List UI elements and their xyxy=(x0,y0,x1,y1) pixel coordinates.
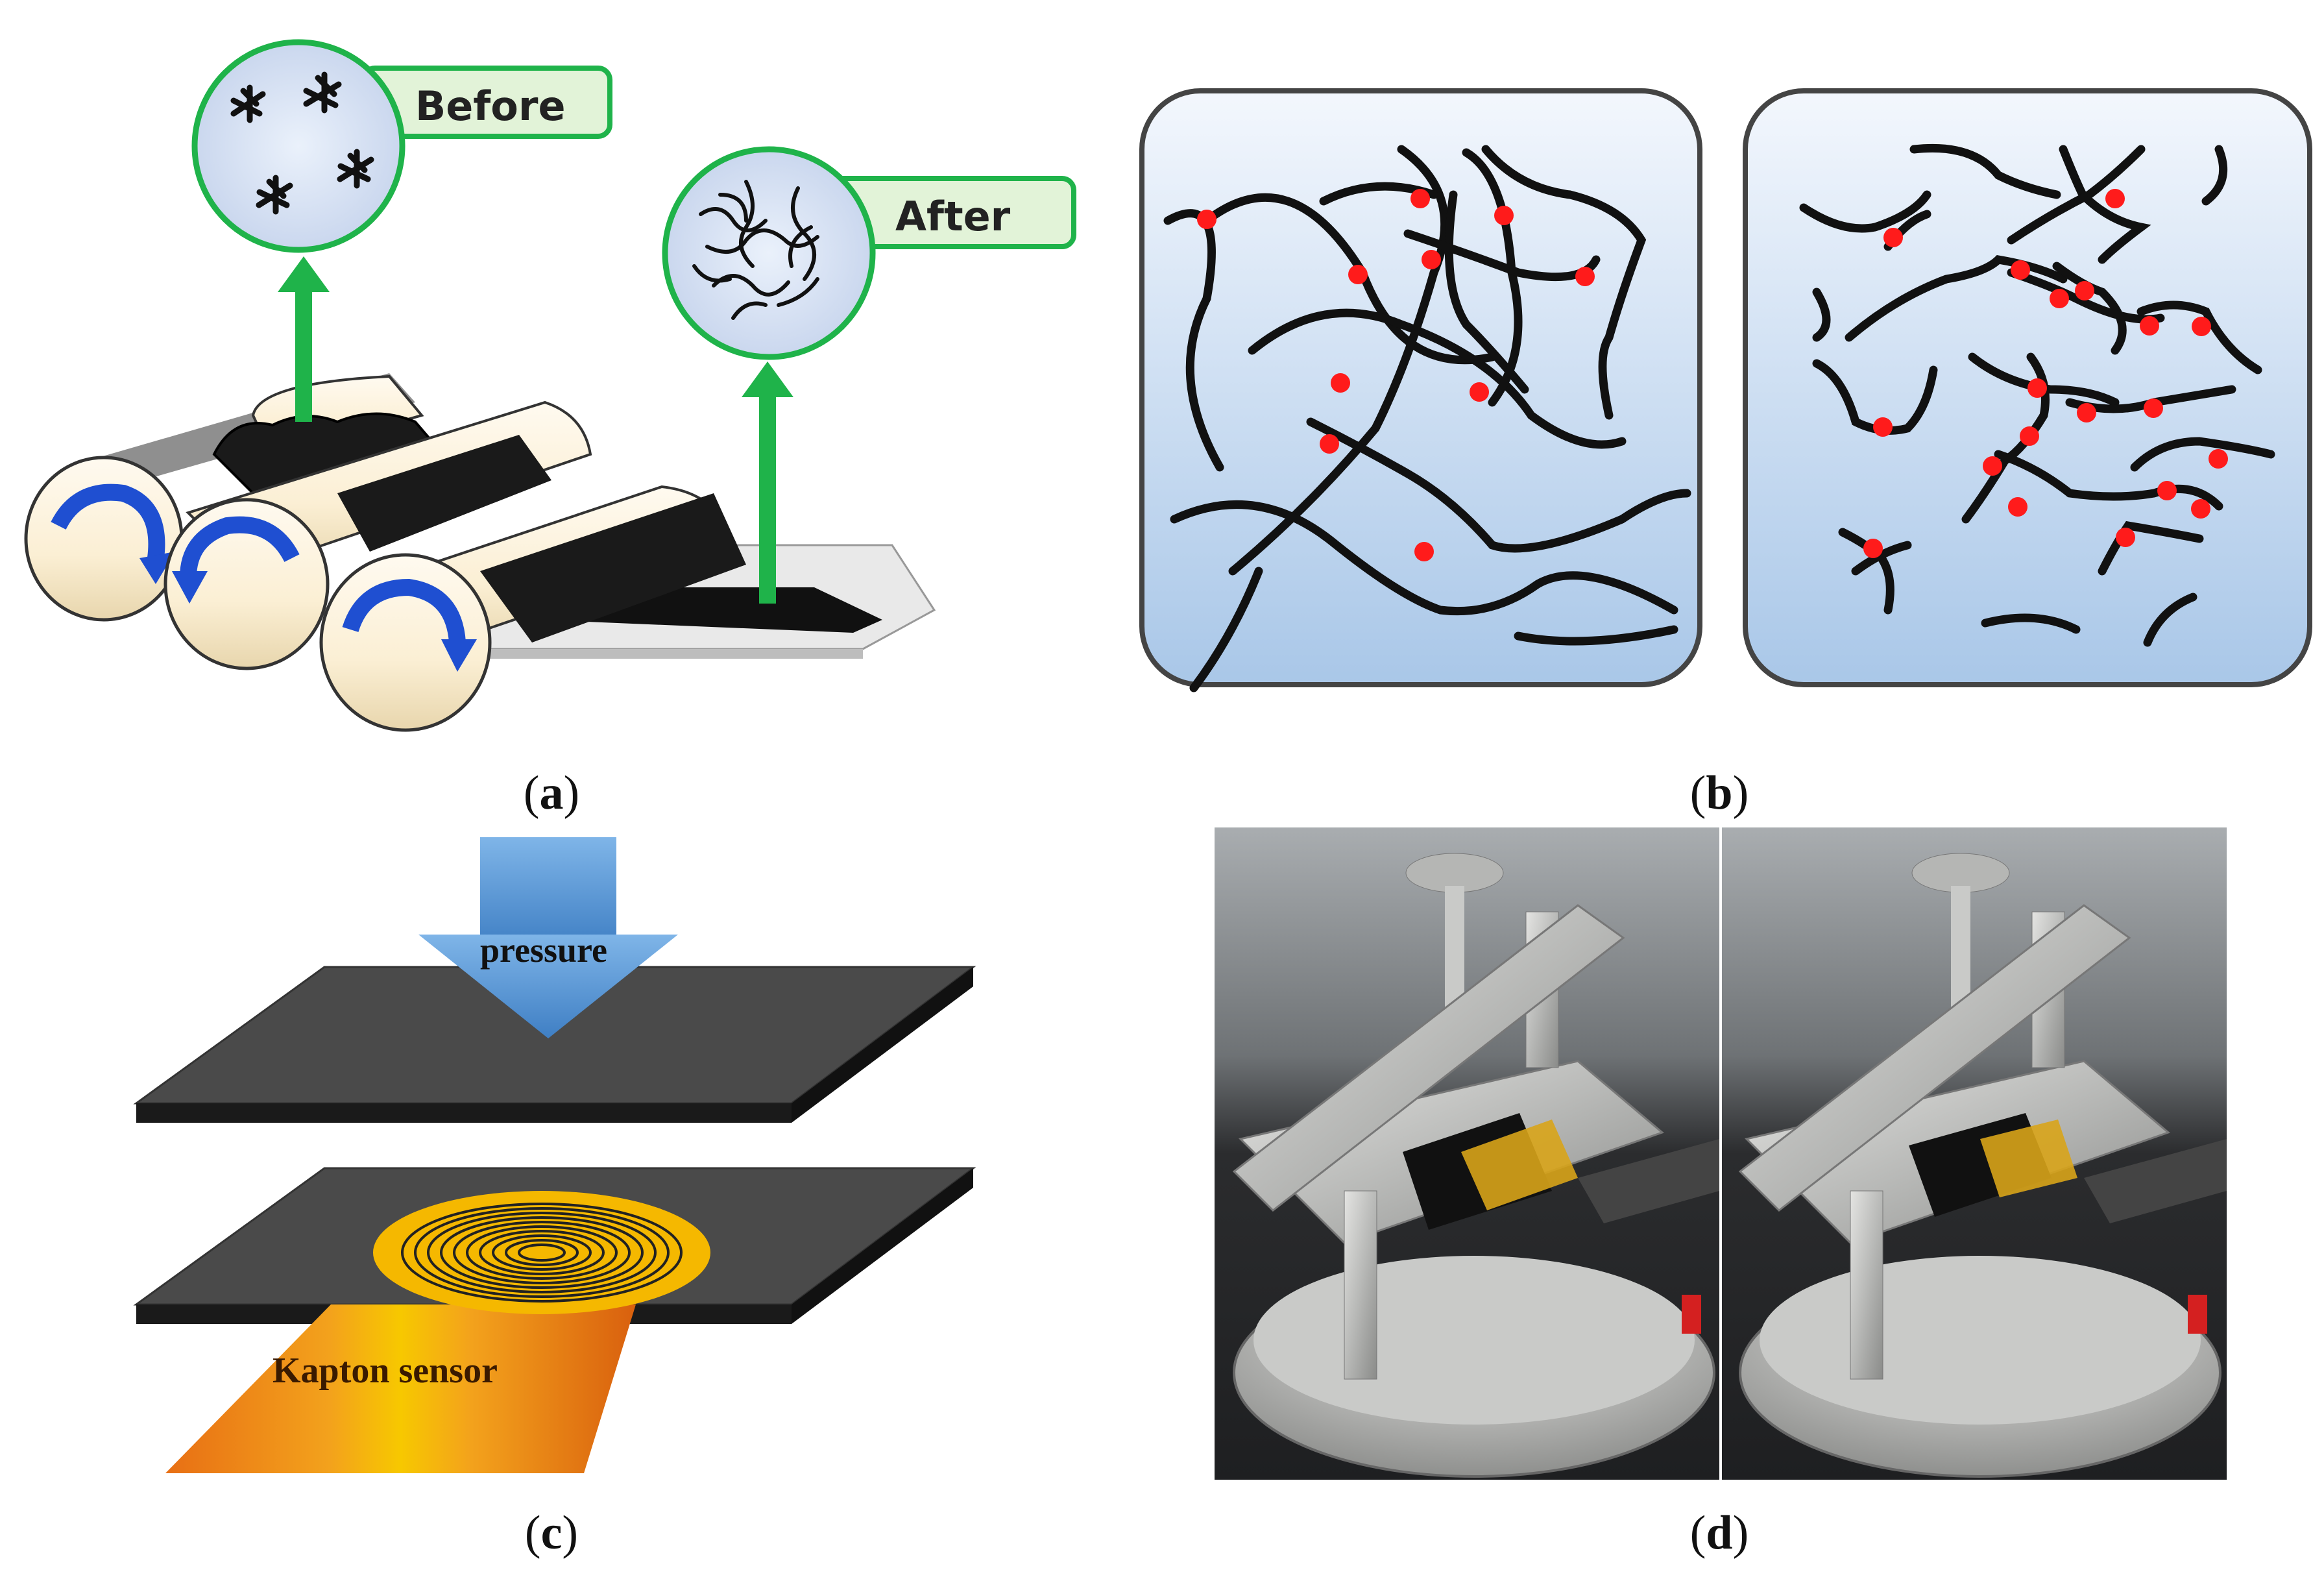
panel-c-sensor-diagram: pressure Kapton sensor xyxy=(133,837,976,1473)
before-bubble: Before xyxy=(191,39,612,253)
rotation-arrow-icon xyxy=(342,578,466,644)
agglomerate-icons xyxy=(230,71,374,215)
network-box-right xyxy=(1743,88,2312,687)
after-arrow xyxy=(742,361,793,604)
roller-end-left xyxy=(24,456,184,622)
caption-d: (d) xyxy=(1689,1506,1749,1560)
before-label: Before xyxy=(415,82,566,130)
sensor-disk xyxy=(373,1191,710,1314)
caption-a: (a) xyxy=(523,766,580,820)
before-arrow xyxy=(278,256,330,422)
rotation-arrow-icon xyxy=(51,483,165,559)
network-box-left xyxy=(1139,88,1702,692)
caption-c: (c) xyxy=(524,1506,579,1560)
pressure-label: pressure xyxy=(480,931,607,970)
caption-b: (b) xyxy=(1689,766,1749,820)
roller-end-front xyxy=(319,553,492,732)
rotation-arrow-icon xyxy=(180,516,300,578)
panel-b-network-diagram xyxy=(1139,88,2312,692)
after-label: After xyxy=(895,193,1011,240)
after-bubble: After xyxy=(662,146,1076,360)
roller-end-middle xyxy=(163,498,330,670)
dispersed-filler-icon xyxy=(692,180,819,320)
crosslink-points xyxy=(1197,189,1595,561)
panel-d-photo xyxy=(1215,827,2227,1480)
kapton-sensor: Kapton sensor xyxy=(165,1191,710,1473)
top-plate xyxy=(133,966,976,1123)
pressure-arrow: pressure xyxy=(418,837,678,1038)
photo-divider xyxy=(1719,827,1722,1480)
kapton-label: Kapton sensor xyxy=(272,1351,498,1391)
photo-fixture-right xyxy=(1722,827,2227,1480)
spiral-electrode-icon xyxy=(401,1203,683,1303)
photo-fixture-left xyxy=(1215,827,1719,1480)
crosslink-points xyxy=(1863,189,2228,558)
panel-a-calender-diagram: Before After xyxy=(24,39,1076,732)
